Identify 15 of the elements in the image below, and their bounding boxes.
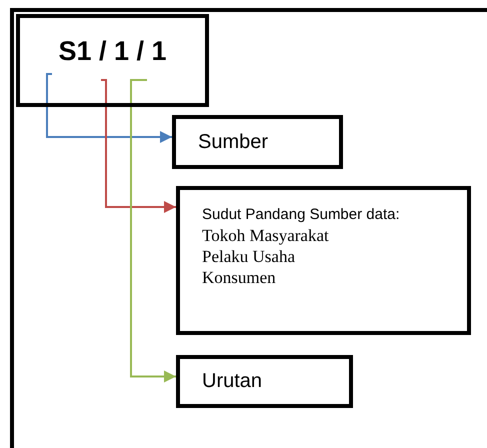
code-box <box>16 14 209 107</box>
list-item: Tokoh Masyarakat <box>202 225 330 246</box>
connector-arrow <box>101 79 176 213</box>
node-label: Urutan <box>202 370 264 393</box>
connector-arrow <box>46 73 172 143</box>
list-item: Konsumen <box>202 267 277 288</box>
process-box <box>176 355 353 408</box>
process-box <box>176 186 471 335</box>
connector-arrow <box>130 79 176 382</box>
process-box <box>172 115 343 169</box>
code-label: S1 / 1 / 1 <box>57 36 168 67</box>
frame-box <box>10 8 487 448</box>
node-label: Sumber <box>198 131 270 154</box>
node-heading: Sudut Pandang Sumber data: <box>202 205 401 225</box>
list-item: Pelaku Usaha <box>202 246 296 267</box>
